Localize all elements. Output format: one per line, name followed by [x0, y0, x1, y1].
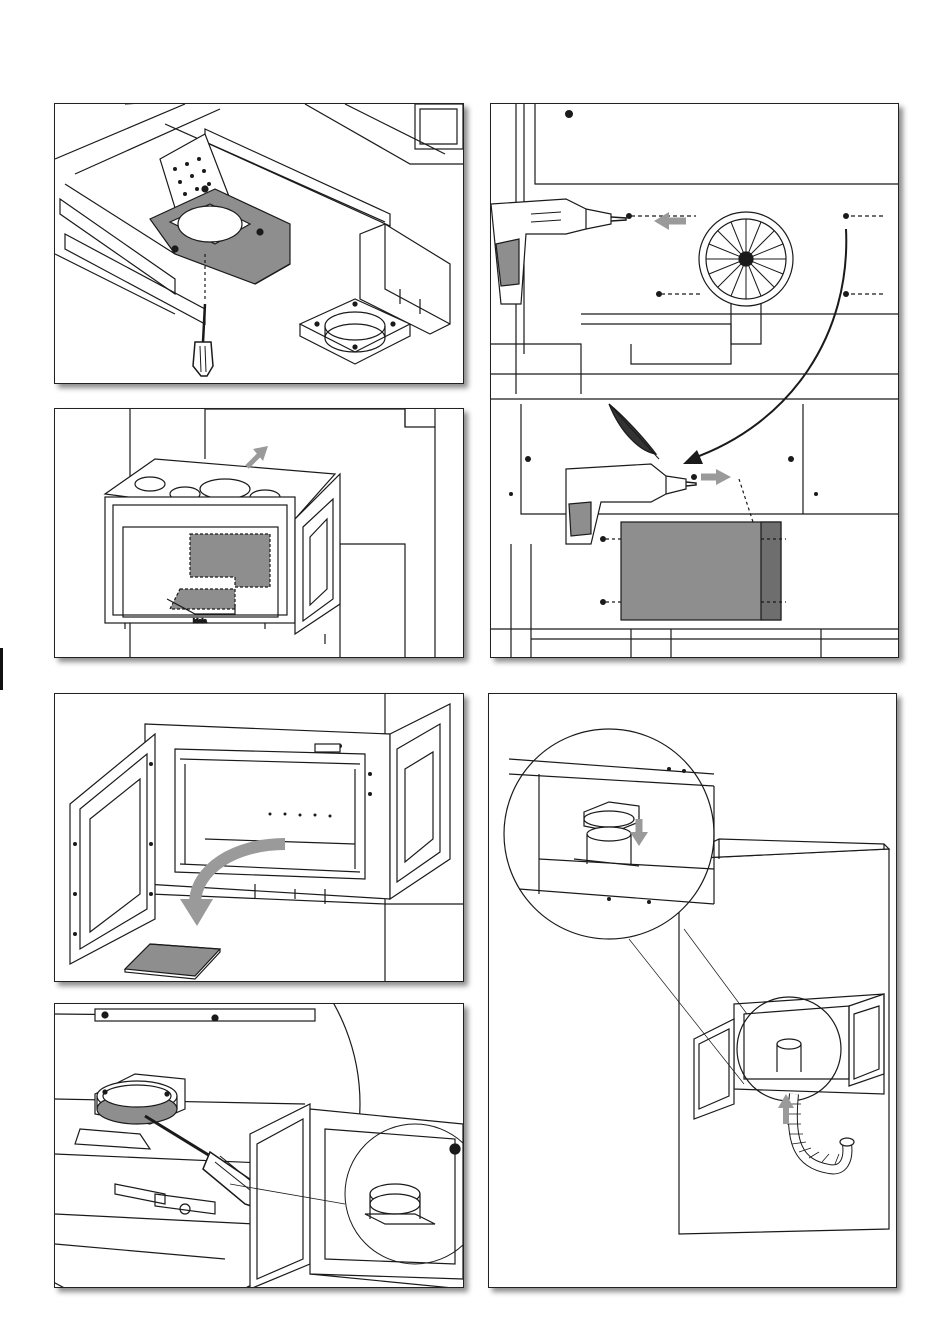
figure-6-panel	[488, 693, 897, 1288]
page-margin-mark	[0, 648, 3, 690]
figure-2-drawing: Ideia	[55, 409, 463, 657]
figure-5-panel	[54, 1003, 464, 1288]
figure-1-panel	[54, 103, 464, 384]
figure-2-panel: Ideia	[54, 408, 464, 658]
figure-5-drawing	[55, 1004, 463, 1287]
figure-6-drawing	[489, 694, 896, 1287]
figure-3-panel	[490, 103, 899, 658]
figure-1-drawing	[55, 104, 463, 383]
figure-4-drawing	[55, 694, 463, 981]
figure-4-panel	[54, 693, 464, 982]
figure-3-drawing	[491, 104, 898, 657]
figure-2-logo: Ideia	[193, 619, 207, 625]
